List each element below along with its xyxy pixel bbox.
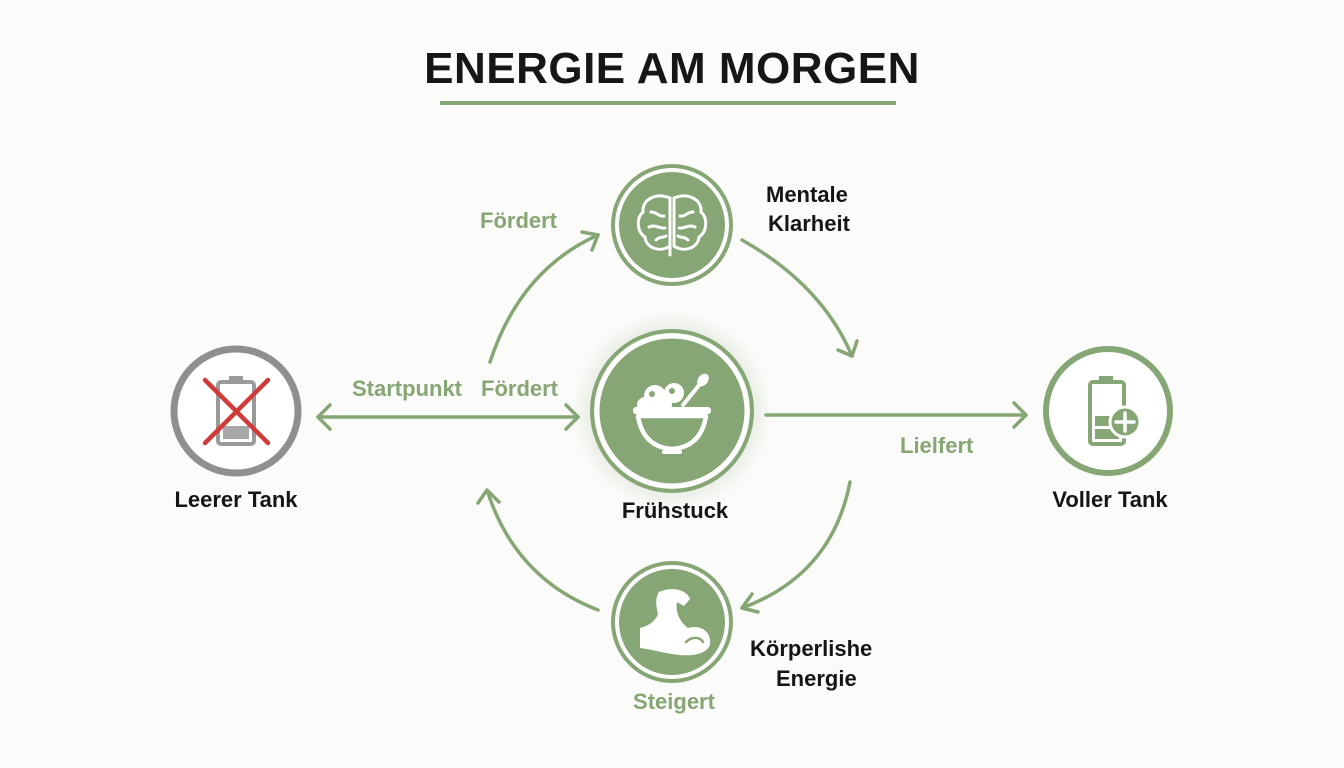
title-underline — [440, 101, 896, 105]
full-tank-node — [1043, 346, 1173, 476]
mental-clarity-label-line1: Mentale — [766, 182, 848, 207]
edge-label-foerdert-center: Fördert — [481, 376, 558, 401]
mental-clarity-node — [611, 164, 733, 286]
battery-empty-crossed-icon — [202, 376, 271, 446]
empty-tank-node — [170, 345, 302, 477]
breakfast-node — [572, 311, 772, 511]
edge-label-foerdert-top: Fördert — [480, 208, 557, 233]
edge-label-liefert: Lielfert — [900, 433, 974, 458]
edge-label-startpunkt: Startpunkt — [352, 376, 462, 401]
arrow-cycle-left-top — [488, 230, 600, 364]
page-title: ENERGIE AM MORGEN — [424, 44, 920, 93]
physical-energy-label-line2: Energie — [776, 666, 857, 691]
arrow-cycle-top-right — [740, 238, 859, 358]
arrow-empty-to-breakfast — [316, 403, 580, 431]
full-tank-label: Voller Tank — [1052, 487, 1168, 512]
battery-full-plus-icon — [1088, 376, 1142, 446]
breakfast-label: Frühstuck — [621, 498, 729, 523]
flexed-arm-icon — [640, 589, 711, 656]
physical-energy-label-line1: Körperlishe — [750, 636, 873, 661]
arrows — [316, 230, 1028, 614]
physical-energy-node — [611, 561, 733, 683]
brain-icon — [636, 194, 708, 257]
empty-tank-label: Leerer Tank — [174, 487, 298, 512]
arrow-breakfast-to-full — [764, 401, 1028, 429]
arrow-cycle-right-bottom — [740, 480, 852, 614]
edge-label-steigert: Steigert — [633, 689, 715, 714]
arrow-cycle-bottom-left — [476, 488, 600, 612]
bowl-icon — [633, 373, 711, 454]
mental-clarity-label-line2: Klarheit — [768, 211, 850, 236]
